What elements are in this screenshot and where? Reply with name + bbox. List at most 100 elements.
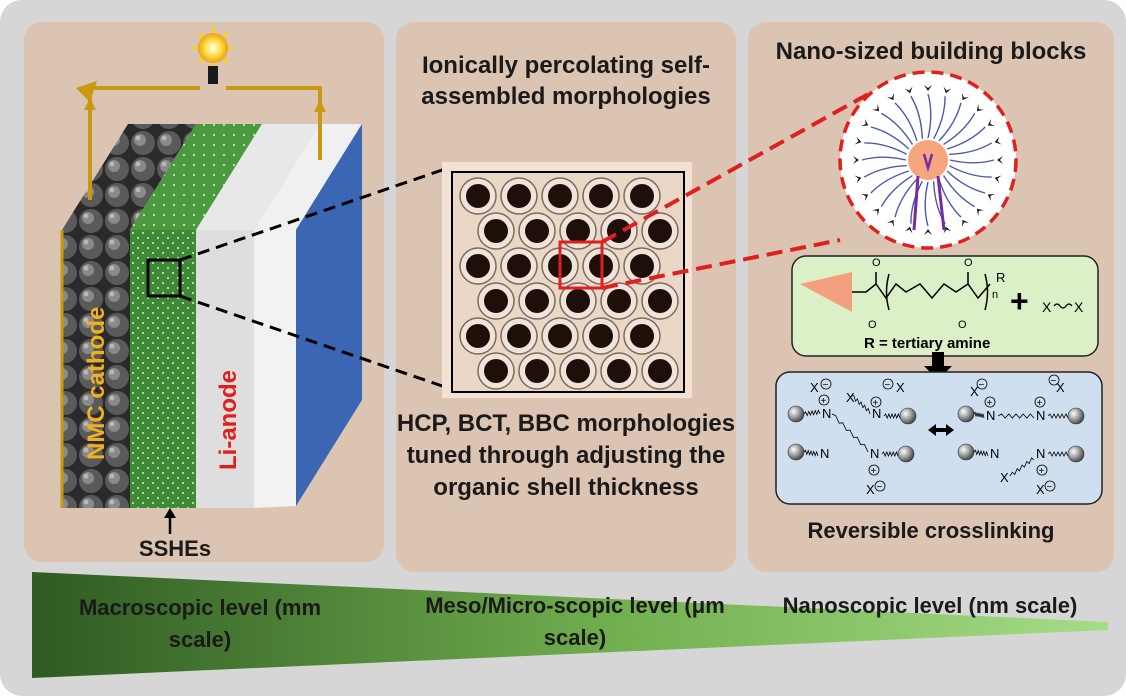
micelle-core bbox=[525, 359, 549, 383]
svg-text:O: O bbox=[964, 257, 973, 269]
light-bulb-icon bbox=[191, 26, 235, 84]
micelle-core bbox=[630, 184, 654, 208]
scale-label-macro: Macroscopic level (mm scale) bbox=[78, 595, 322, 652]
svg-text:X: X bbox=[970, 384, 979, 399]
micelle-core bbox=[648, 359, 672, 383]
svg-text:+: + bbox=[821, 396, 827, 407]
svg-text:X: X bbox=[1036, 482, 1045, 497]
svg-text:−: − bbox=[979, 380, 985, 391]
svg-text:X: X bbox=[1056, 380, 1065, 395]
micelle-core bbox=[589, 184, 613, 208]
circuit-wire-right bbox=[226, 86, 322, 160]
battery-illustration: NMC cathode Li-anode bbox=[60, 26, 362, 534]
cathode-top bbox=[62, 124, 196, 230]
micelle-core bbox=[507, 254, 531, 278]
electrolyte-top bbox=[130, 124, 262, 230]
nano-panel-caption: Reversible crosslinking bbox=[807, 518, 1055, 543]
nanoparticle-illustration bbox=[838, 70, 1018, 250]
micelle-core bbox=[507, 324, 531, 348]
micelle-core bbox=[525, 289, 549, 313]
formula-r-definition: R = tertiary amine bbox=[864, 335, 990, 352]
nano-panel-title: Nano-sized building blocks bbox=[775, 38, 1087, 65]
svg-text:O: O bbox=[958, 319, 967, 331]
callout-line-top bbox=[601, 90, 873, 244]
svg-text:+: + bbox=[873, 398, 879, 409]
svg-text:+: + bbox=[871, 466, 877, 477]
micelle-core bbox=[548, 184, 572, 208]
anode-side bbox=[296, 124, 362, 506]
svg-text:X: X bbox=[1074, 299, 1084, 315]
svg-text:R: R bbox=[996, 270, 1005, 285]
circuit-wire-left bbox=[75, 80, 200, 200]
svg-text:X: X bbox=[866, 482, 875, 497]
meso-panel-title: Ionically percolating self-assembled mor… bbox=[421, 52, 711, 110]
separator-layer bbox=[196, 230, 254, 508]
micelle-core bbox=[466, 184, 490, 208]
svg-text:N: N bbox=[870, 446, 879, 461]
micelle-core bbox=[607, 359, 631, 383]
micelle-core bbox=[525, 219, 549, 243]
svg-text:X: X bbox=[846, 390, 855, 405]
zoom-box-meso bbox=[558, 240, 604, 290]
svg-text:+: + bbox=[1039, 466, 1045, 477]
scale-label-meso: Meso/Micro-scopic level (μm scale) bbox=[425, 593, 725, 650]
micelle-core bbox=[466, 254, 490, 278]
micelle-core bbox=[466, 324, 490, 348]
morphology-grid bbox=[442, 162, 692, 398]
svg-text:N: N bbox=[990, 446, 999, 461]
scale-label-nano: Nanoscopic level (nm scale) bbox=[782, 593, 1078, 618]
micelle-core bbox=[607, 289, 631, 313]
separator-side bbox=[254, 230, 296, 508]
connector-bottom bbox=[179, 294, 449, 390]
micelle-core bbox=[548, 324, 572, 348]
svg-text:−: − bbox=[885, 380, 891, 391]
svg-text:+: + bbox=[987, 398, 993, 409]
micelle-core bbox=[566, 289, 590, 313]
anode-label: Li-anode bbox=[215, 370, 242, 470]
micelle-core bbox=[566, 359, 590, 383]
svg-text:−: − bbox=[823, 380, 829, 391]
svg-text:n: n bbox=[992, 289, 998, 301]
micelle-core bbox=[484, 289, 508, 313]
cathode-layer bbox=[62, 230, 130, 508]
electrolyte-label: SSHEs bbox=[138, 536, 212, 561]
electrolyte-layer bbox=[130, 230, 196, 508]
separator-top bbox=[196, 124, 320, 230]
svg-text:O: O bbox=[868, 319, 877, 331]
micelle-core bbox=[589, 324, 613, 348]
micelle-core bbox=[648, 289, 672, 313]
scale-gradient-wedge bbox=[32, 572, 1108, 678]
micelle-core bbox=[648, 219, 672, 243]
reversible-arrow-icon bbox=[928, 424, 954, 436]
svg-text:N: N bbox=[820, 446, 829, 461]
micelle-core bbox=[484, 359, 508, 383]
polymer-formula-box: O O O O n R + X X R = tertiary amine bbox=[791, 255, 1099, 357]
svg-text:N: N bbox=[1036, 408, 1045, 423]
svg-text:N: N bbox=[822, 406, 831, 421]
connector-top bbox=[179, 166, 449, 262]
plus-sign: + bbox=[1010, 283, 1029, 319]
svg-text:X: X bbox=[1042, 299, 1052, 315]
svg-text:O: O bbox=[872, 257, 881, 269]
svg-text:X: X bbox=[1000, 470, 1009, 485]
svg-text:−: − bbox=[1051, 376, 1057, 387]
zoom-box-macro bbox=[146, 258, 182, 298]
svg-text:N: N bbox=[986, 408, 995, 423]
meso-panel-caption: HCP, BCT, BBC morphologies tuned through… bbox=[396, 410, 736, 501]
svg-text:X: X bbox=[896, 380, 905, 395]
micelle-core bbox=[630, 324, 654, 348]
svg-text:X: X bbox=[810, 380, 819, 395]
svg-text:N: N bbox=[872, 406, 881, 421]
svg-text:+: + bbox=[1037, 398, 1043, 409]
svg-text:−: − bbox=[1047, 482, 1053, 493]
cathode-label: NMC cathode bbox=[83, 307, 110, 460]
micelle-core bbox=[507, 184, 531, 208]
svg-text:−: − bbox=[877, 482, 883, 493]
svg-text:N: N bbox=[1036, 446, 1045, 461]
micelle-core bbox=[566, 219, 590, 243]
anode-top bbox=[254, 124, 362, 230]
micelle-core bbox=[484, 219, 508, 243]
